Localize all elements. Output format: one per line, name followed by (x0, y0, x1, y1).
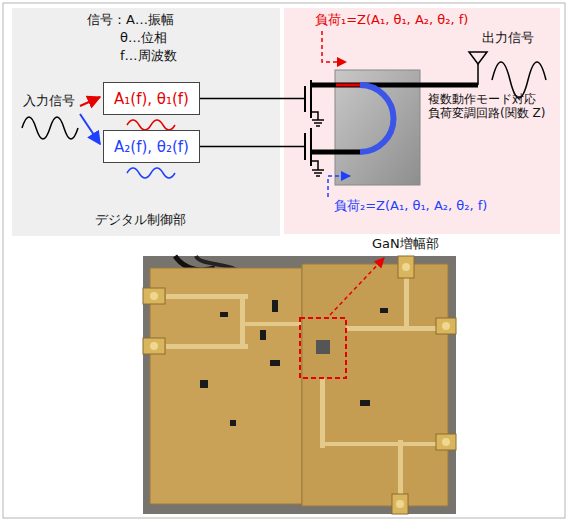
antenna-symbol (469, 52, 487, 64)
output-wave (492, 62, 546, 98)
red-wave (127, 120, 175, 130)
amplifier-panel: 負荷₁=Z(A₁, θ₁, A₂, θ₂, f) 出力信号複数動作モード対応 負荷… (284, 8, 560, 234)
figure-frame (3, 3, 565, 518)
output-line (311, 83, 478, 88)
blue-wave (127, 168, 175, 178)
legend-note: 信号：A…振幅 (87, 12, 174, 28)
load-formula: 負荷₂=Z(A₁, θ₁, A₂, θ₂, f) (334, 198, 487, 214)
circuit-label: 複数動作モード対応 負荷変調回路(関数 Z) (428, 92, 554, 121)
legend-note: θ…位相 (120, 30, 167, 46)
box-label: A₂(f), θ₂(f) (114, 138, 189, 156)
signal-box: A₂(f), θ₂(f) (103, 130, 200, 163)
split-arrow (80, 114, 100, 144)
legend-note: f…周波数 (120, 48, 177, 64)
input-wave (22, 117, 78, 139)
split-arrow (80, 97, 100, 106)
box-label: A₁(f), θ₁(f) (114, 90, 189, 108)
signal-label: 出力信号 (482, 30, 534, 46)
load-arrow (322, 31, 346, 62)
red-line (336, 84, 360, 87)
signal-box: A₁(f), θ₁(f) (103, 82, 200, 115)
board-photo (143, 256, 456, 514)
leader-arrow (330, 258, 384, 315)
load-arrow (328, 176, 350, 197)
gate-wire (200, 98, 305, 100)
load-formula: 負荷₁=Z(A₁, θ₁, A₂, θ₂, f) (315, 12, 468, 28)
gate-wire (200, 146, 305, 148)
blue-arc (360, 85, 394, 152)
panel-title: デジタル制御部 (95, 212, 186, 228)
part-label: GaN増幅部 (372, 236, 439, 252)
antenna-symbol (477, 64, 479, 85)
signal-label: 入力信号 (23, 93, 75, 109)
drain-line (311, 150, 360, 155)
